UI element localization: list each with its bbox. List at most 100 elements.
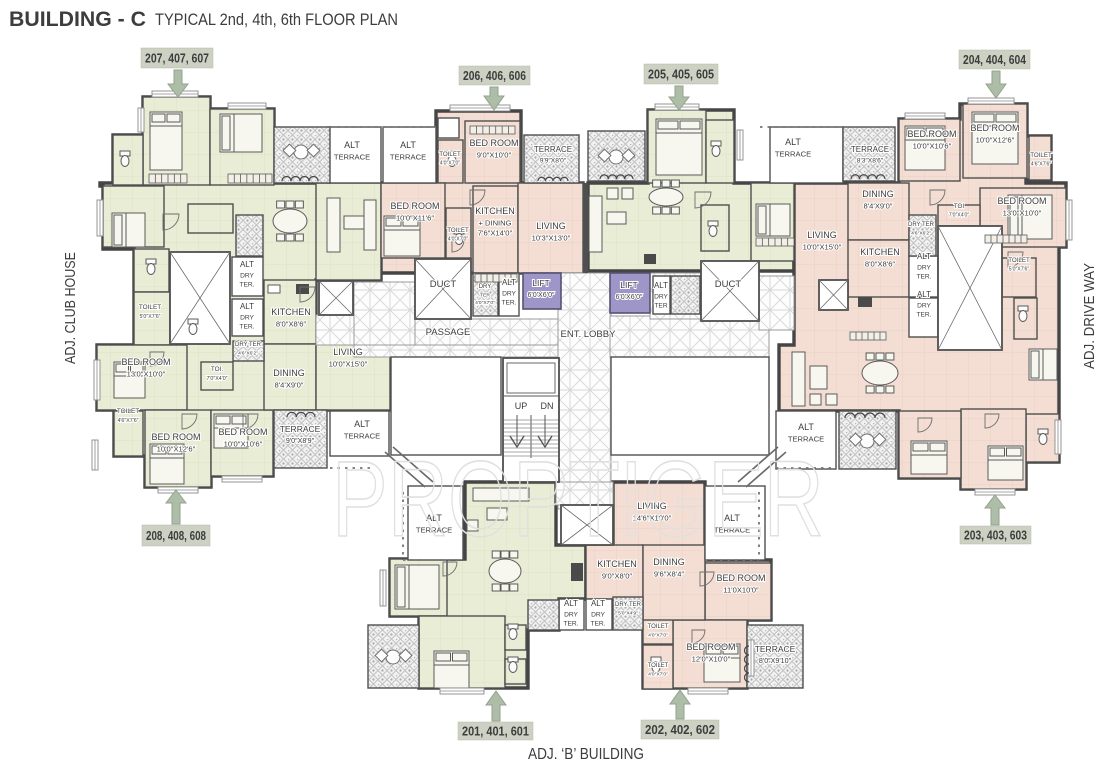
svg-text:TER.: TER.: [916, 274, 931, 281]
svg-text:4'6″X6'2″: 4'6″X6'2″: [911, 231, 931, 237]
svg-text:DRY: DRY: [591, 612, 605, 619]
svg-text:14'6″X10'0″: 14'6″X10'0″: [633, 514, 672, 523]
svg-text:4'0″X7'0″: 4'0″X7'0″: [648, 672, 668, 678]
svg-text:ALT: ALT: [654, 281, 668, 290]
svg-text:9'0″X8'0″: 9'0″X8'0″: [602, 572, 633, 581]
svg-text:TOILET: TOILET: [1008, 257, 1030, 264]
svg-text:4'6″X6'2″: 4'6″X6'2″: [238, 351, 258, 357]
svg-text:10'3″X13'0″: 10'3″X13'0″: [532, 234, 571, 243]
svg-text:BED ROOM: BED ROOM: [997, 196, 1046, 206]
svg-text:12'0″X10'0″: 12'0″X10'0″: [692, 655, 731, 664]
svg-text:TER.: TER.: [239, 324, 254, 331]
svg-text:TERRACE: TERRACE: [334, 153, 370, 162]
svg-text:BED ROOM: BED ROOM: [390, 201, 439, 211]
svg-text:TER.: TER.: [590, 621, 605, 628]
svg-text:7'0″X4'0″: 7'0″X4'0″: [206, 376, 227, 382]
svg-text:BED ROOM: BED ROOM: [686, 642, 735, 652]
svg-text:ALT: ALT: [917, 290, 931, 299]
svg-text:KITCHEN: KITCHEN: [475, 206, 515, 216]
svg-text:ALT: ALT: [724, 513, 740, 523]
svg-text:BUILDING - C: BUILDING - C: [9, 7, 146, 31]
svg-text:DRY TER: DRY TER: [908, 222, 935, 228]
svg-text:9'6″X8'4″: 9'6″X8'4″: [654, 570, 685, 579]
svg-text:PASSAGE: PASSAGE: [426, 327, 471, 338]
svg-text:10'0″X12'6″: 10'0″X12'6″: [157, 445, 196, 454]
svg-text:DINING: DINING: [653, 557, 685, 567]
svg-text:10'0″X12'6″: 10'0″X12'6″: [976, 136, 1015, 145]
svg-text:6'0'X6'0″: 6'0'X6'0″: [527, 291, 555, 299]
svg-text:LIVING: LIVING: [536, 221, 566, 231]
svg-text:8'3″X8'6″: 8'3″X8'6″: [857, 158, 884, 165]
svg-text:LIVING: LIVING: [637, 501, 667, 511]
svg-text:10'0″X15'0″: 10'0″X15'0″: [329, 360, 368, 369]
svg-text:ALT: ALT: [785, 137, 801, 147]
svg-text:DRY: DRY: [479, 284, 492, 290]
svg-text:205, 405, 605: 205, 405, 605: [648, 67, 714, 81]
svg-text:4'6″X7'6″: 4'6″X7'6″: [117, 418, 138, 424]
svg-text:DRY: DRY: [502, 291, 516, 298]
svg-text:5'0″X7'6″: 5'0″X7'6″: [1009, 267, 1030, 273]
svg-text:BED ROOM: BED ROOM: [121, 357, 170, 367]
svg-text:8'4'X9'0″: 8'4'X9'0″: [275, 381, 304, 390]
svg-text:ALT: ALT: [502, 278, 516, 287]
svg-text:204, 404, 604: 204, 404, 604: [963, 53, 1026, 67]
svg-text:4'0″X7'0″: 4'0″X7'0″: [440, 161, 461, 167]
svg-text:TYPICAL 2nd, 4th, 6th FLOOR: TYPICAL 2nd, 4th, 6th FLOOR PLAN: [155, 11, 398, 29]
svg-text:ADJ. ‘B’ BUILDING: ADJ. ‘B’ BUILDING: [528, 746, 644, 763]
svg-text:LIFT: LIFT: [532, 278, 549, 288]
svg-text:BED ROOM: BED ROOM: [218, 427, 267, 437]
svg-text:ADJ. DRIVE WAY: ADJ. DRIVE WAY: [1081, 263, 1098, 369]
svg-text:DRY: DRY: [240, 315, 254, 322]
svg-text:TOILET: TOILET: [439, 151, 461, 158]
svg-text:10'0″X11'6″: 10'0″X11'6″: [396, 214, 434, 223]
svg-text:10'0″X15'0″: 10'0″X15'0″: [803, 243, 842, 252]
svg-text:+ DINING: + DINING: [478, 219, 511, 228]
svg-text:DRY TER: DRY TER: [235, 342, 262, 348]
svg-text:13'0″X10'0″: 13'0″X10'0″: [1003, 209, 1042, 218]
svg-text:9'0″X10'0″: 9'0″X10'0″: [477, 151, 512, 160]
svg-text:ADJ. CLUB HOUSE: ADJ. CLUB HOUSE: [62, 252, 79, 364]
svg-text:TER.: TER.: [563, 621, 578, 628]
svg-text:8'0″X8'6″: 8'0″X8'6″: [865, 260, 896, 269]
svg-text:9'9″X8'0″: 9'9″X8'0″: [540, 158, 567, 165]
svg-text:8'4'X9'0″: 8'4'X9'0″: [864, 202, 893, 211]
svg-text:BED ROOM: BED ROOM: [716, 573, 765, 583]
svg-text:DINING: DINING: [273, 368, 305, 378]
svg-text:DRY: DRY: [564, 612, 578, 619]
svg-text:201, 401, 601: 201, 401, 601: [462, 724, 529, 738]
svg-text:TER: TER: [654, 303, 667, 310]
svg-text:ALT: ALT: [564, 599, 578, 608]
svg-text:TOI: TOI: [954, 203, 964, 210]
svg-text:DINING: DINING: [862, 189, 894, 199]
svg-text:9'0″X8'9″: 9'0″X8'9″: [286, 437, 315, 445]
svg-text:ALT: ALT: [400, 140, 416, 150]
svg-text:TER.: TER.: [916, 312, 931, 319]
svg-text:TERRACE: TERRACE: [714, 526, 750, 535]
svg-text:ALT: ALT: [798, 422, 814, 432]
svg-text:4'0″X7'0″: 4'0″X7'0″: [448, 237, 469, 243]
svg-text:ALT: ALT: [240, 260, 254, 269]
svg-text:4'0″X7'0″: 4'0″X7'0″: [475, 300, 495, 306]
svg-text:ALT: ALT: [354, 419, 370, 429]
svg-text:DRY: DRY: [654, 294, 668, 301]
svg-text:DRY: DRY: [917, 303, 931, 310]
svg-text:TERRACE: TERRACE: [788, 435, 824, 444]
svg-text:TERRACE: TERRACE: [280, 424, 321, 434]
svg-text:10'0″X10'6″: 10'0″X10'6″: [224, 440, 263, 449]
svg-text:UP: UP: [515, 401, 528, 411]
svg-text:LIVING: LIVING: [807, 230, 837, 240]
svg-text:TER.: TER.: [501, 300, 516, 307]
svg-text:TERRACE: TERRACE: [755, 644, 796, 654]
svg-text:DN: DN: [541, 401, 554, 411]
svg-text:KITCHEN: KITCHEN: [597, 559, 637, 569]
svg-text:DUCT: DUCT: [715, 279, 742, 290]
svg-text:TERRACE: TERRACE: [344, 432, 380, 441]
svg-text:LIVING: LIVING: [333, 347, 363, 357]
svg-text:TOILET: TOILET: [117, 408, 139, 415]
svg-text:206, 406, 606: 206, 406, 606: [463, 69, 526, 83]
svg-text:TERRACE: TERRACE: [851, 145, 889, 154]
svg-text:ALT: ALT: [591, 599, 605, 608]
svg-text:208, 408, 608: 208, 408, 608: [146, 529, 206, 543]
svg-text:KITCHEN: KITCHEN: [860, 247, 900, 257]
svg-text:ALT: ALT: [426, 513, 442, 523]
